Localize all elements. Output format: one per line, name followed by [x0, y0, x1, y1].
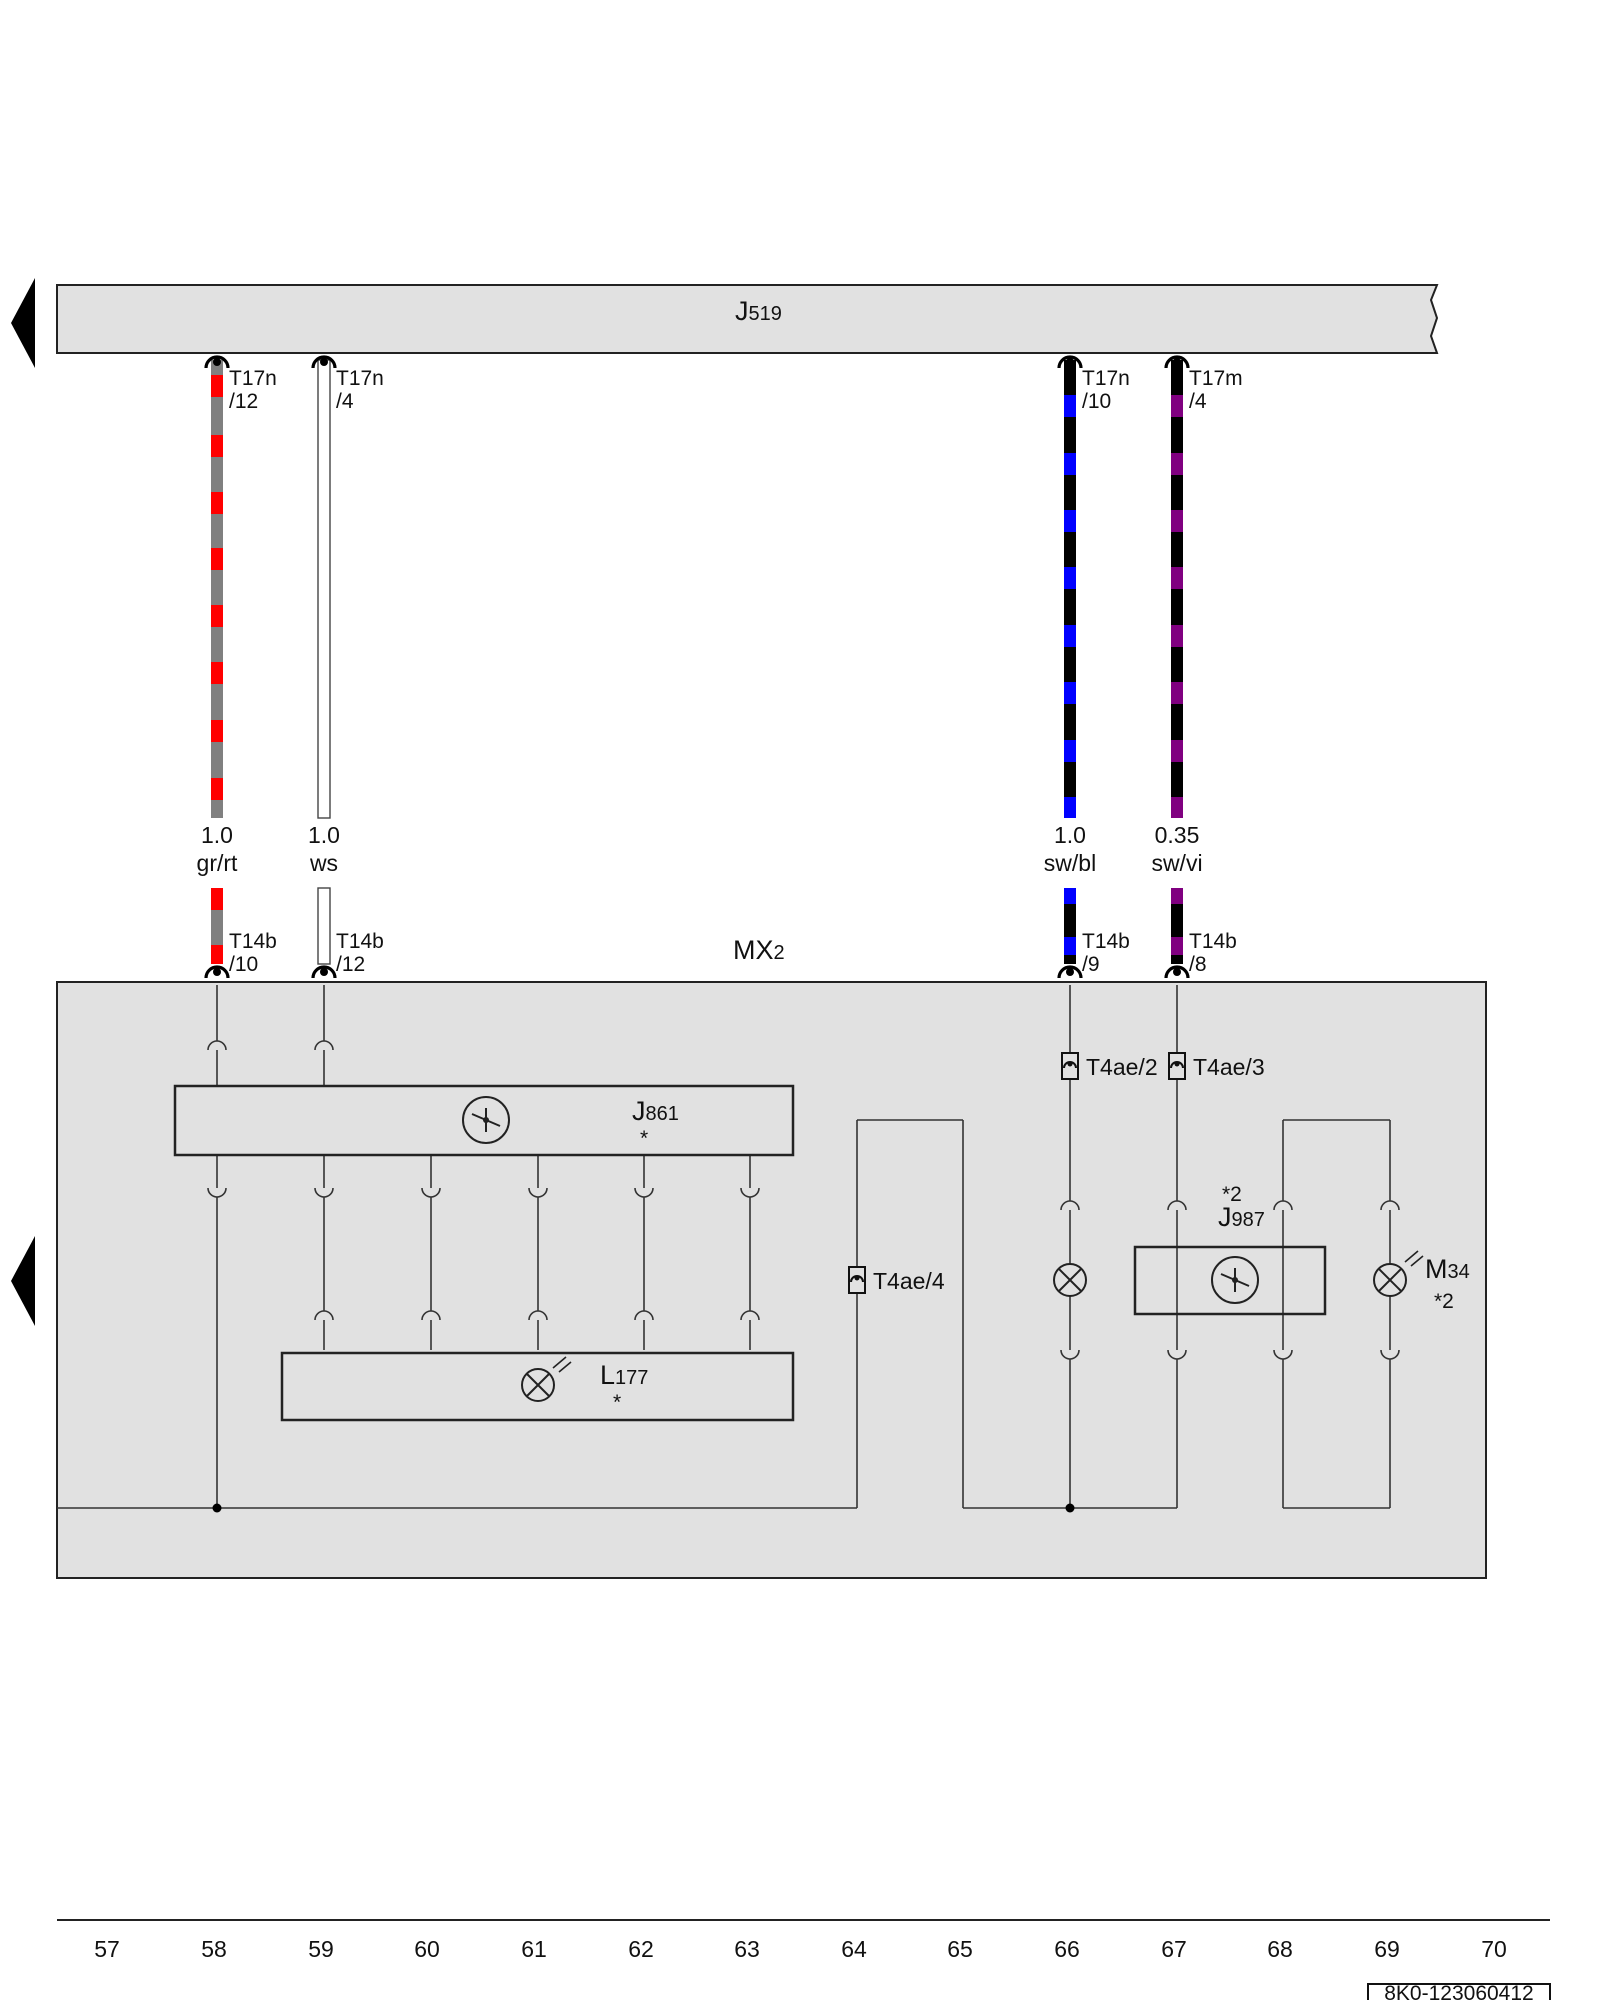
mx2-module: MX2 — [56, 935, 1487, 1579]
wire-gauge: 1.0 — [1054, 822, 1086, 848]
l177-note: * — [613, 1391, 621, 1414]
j861-note: * — [640, 1127, 648, 1150]
wire-color-code: sw/bl — [1044, 850, 1096, 876]
j987-label: J987 — [1218, 1202, 1265, 1232]
m34-unit[interactable]: M34 *2 — [1373, 1250, 1470, 1313]
pin-t17n-12[interactable] — [204, 355, 230, 369]
diagram-code-box: 8K0-123060412 — [1367, 1982, 1551, 2000]
axis-number: 66 — [1054, 1936, 1080, 1962]
pin-label: T17m — [1189, 367, 1243, 390]
axis-number: 64 — [841, 1936, 867, 1962]
l177-label: L177 — [600, 1360, 648, 1390]
pin-t17n-10[interactable] — [1057, 355, 1083, 369]
connector-label: T4ae/4 — [873, 1268, 945, 1294]
diagram-code: 8K0-123060412 — [1384, 1982, 1533, 2000]
pin-label: T14b — [336, 930, 384, 953]
pin-label: /8 — [1189, 953, 1207, 976]
connector-label: T4ae/3 — [1193, 1054, 1265, 1080]
pin-t17m-4[interactable] — [1164, 355, 1190, 369]
pin-t14b-12[interactable] — [311, 965, 337, 979]
axis-number: 59 — [308, 1936, 334, 1962]
axis-number: 57 — [94, 1936, 120, 1962]
switch-icon — [1211, 1256, 1259, 1304]
connector-t4ae4[interactable]: T4ae/4 — [848, 1266, 945, 1294]
pin-label: /10 — [1082, 390, 1111, 413]
wire-gauge: 1.0 — [201, 822, 233, 848]
pin-connectors — [204, 355, 1190, 979]
axis-number: 61 — [521, 1936, 547, 1962]
pin-t14b-9[interactable] — [1057, 965, 1083, 979]
pin-label: /4 — [336, 390, 354, 413]
wire-color-code: ws — [309, 850, 338, 876]
axis-numbers: 57 58 59 60 61 62 63 64 65 66 67 68 69 7… — [94, 1936, 1507, 1962]
m34-note: *2 — [1434, 1290, 1454, 1313]
wire-gauge: 1.0 — [308, 822, 340, 848]
axis-number: 68 — [1267, 1936, 1293, 1962]
pin-t17n-4[interactable] — [311, 355, 337, 369]
pin-label: T14b — [229, 930, 277, 953]
connector-label: T4ae/2 — [1086, 1054, 1158, 1080]
lamp-icon — [1053, 1263, 1087, 1297]
pin-t14b-10[interactable] — [204, 965, 230, 979]
pin-label: /4 — [1189, 390, 1207, 413]
pin-label: /9 — [1082, 953, 1100, 976]
pin-label: T17n — [336, 367, 384, 390]
pin-label: T14b — [1082, 930, 1130, 953]
wire-color-code: gr/rt — [197, 850, 239, 876]
j861-unit[interactable]: J861 * — [173, 1084, 795, 1157]
lamp-icon — [521, 1356, 572, 1402]
axis-number: 63 — [734, 1936, 760, 1962]
axis-number: 60 — [414, 1936, 440, 1962]
wire-gauge: 0.35 — [1155, 822, 1200, 848]
axis-number: 62 — [628, 1936, 654, 1962]
pin-label: T17n — [1082, 367, 1130, 390]
m34-label: M34 — [1425, 1254, 1470, 1284]
connector-t4ae3[interactable]: T4ae/3 — [1168, 1052, 1265, 1080]
axis-number: 58 — [201, 1936, 227, 1962]
wire-ws[interactable] — [317, 359, 331, 965]
pin-t14b-8[interactable] — [1164, 965, 1190, 979]
wire-gr-rt[interactable] — [211, 360, 223, 964]
j861-label: J861 — [632, 1096, 679, 1126]
j519-label: J519 — [735, 296, 782, 326]
pin-label: /12 — [336, 953, 365, 976]
pin-label: /10 — [229, 953, 258, 976]
lamp-icon — [1373, 1250, 1424, 1297]
pin-label: T17n — [229, 367, 277, 390]
j987-note: *2 — [1222, 1183, 1242, 1206]
axis-number: 69 — [1374, 1936, 1400, 1962]
j987-unit[interactable]: *2 J987 — [1133, 1183, 1327, 1316]
pin-label: T14b — [1189, 930, 1237, 953]
continuation-arrow-bottom[interactable] — [11, 1236, 35, 1326]
mx2-label: MX2 — [733, 935, 785, 965]
switch-icon — [462, 1096, 510, 1144]
wire-sw-vi[interactable] — [1171, 360, 1183, 964]
axis-number: 70 — [1481, 1936, 1507, 1962]
continuation-arrow-top[interactable] — [11, 278, 35, 368]
axis-number: 67 — [1161, 1936, 1187, 1962]
connector-t4ae2[interactable]: T4ae/2 — [1061, 1052, 1158, 1080]
j519-module: J519 — [56, 284, 1439, 354]
wire-color-code: sw/vi — [1151, 850, 1202, 876]
l177-unit[interactable]: L177 * — [280, 1351, 795, 1422]
wire-sw-bl[interactable] — [1064, 360, 1076, 964]
pin-label: /12 — [229, 390, 258, 413]
axis-number: 65 — [947, 1936, 973, 1962]
